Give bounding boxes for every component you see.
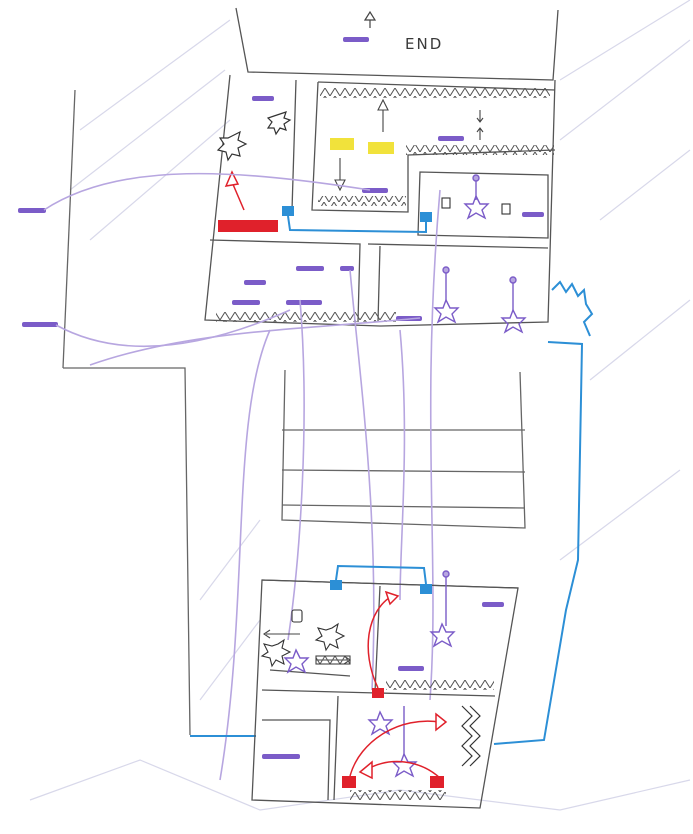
platform [252,96,274,101]
spike-icon [320,88,550,98]
spike-icon [386,680,494,690]
platform [482,602,504,607]
outer-outline [63,90,525,735]
platform [22,322,58,327]
coin-block [368,142,394,154]
arrow-up-icon [365,12,375,28]
spike-icon [350,790,446,800]
spike-icon [318,196,406,206]
end-room: END [236,8,558,80]
platform [296,266,324,271]
platform [438,136,464,141]
water-line [190,282,592,744]
upper-room-details [18,96,544,332]
star-icon [393,754,416,776]
hazard-launch [218,172,278,232]
arrow-up-icon [378,100,388,132]
spike-icon [406,145,554,155]
star-icon [431,624,454,646]
hazard-block [430,776,444,788]
star-icon [502,310,525,332]
platform [398,666,424,671]
platform [262,754,300,759]
coin-block [330,138,354,150]
hazard-block [372,688,384,698]
platform [18,208,46,213]
switch-line [330,566,432,594]
hazard-block [342,776,356,788]
saw-icon [218,112,290,160]
gate-icon [442,198,510,214]
star-icon [435,300,458,322]
lower-room-details [262,566,504,800]
end-label: END [405,35,443,53]
spike-icon [216,312,396,322]
platform [244,280,266,285]
hazard-block [218,220,278,232]
background-hatching [30,0,690,810]
platform [232,300,260,305]
platform [286,300,322,305]
gate-icon [292,610,302,622]
platform [340,266,354,271]
switch-line [282,206,432,232]
platform [343,37,369,42]
platform [522,212,544,217]
